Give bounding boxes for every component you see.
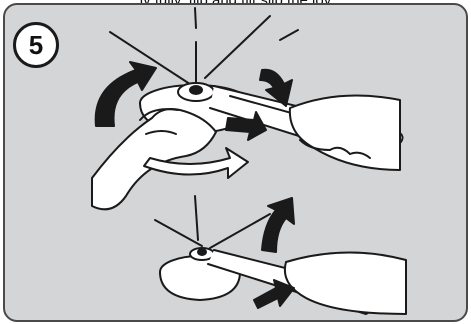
guide-line [205,16,270,78]
upper-right-hand [290,96,400,171]
guide-line [280,30,298,40]
guide-line [155,220,202,246]
lift-arrow-up [262,198,294,252]
lower-right-hand [285,252,406,314]
guide-line [210,214,270,248]
step-number: 5 [29,30,43,61]
step-number-badge: 5 [13,22,59,68]
guide-line [195,196,198,240]
guide-line [195,8,196,28]
